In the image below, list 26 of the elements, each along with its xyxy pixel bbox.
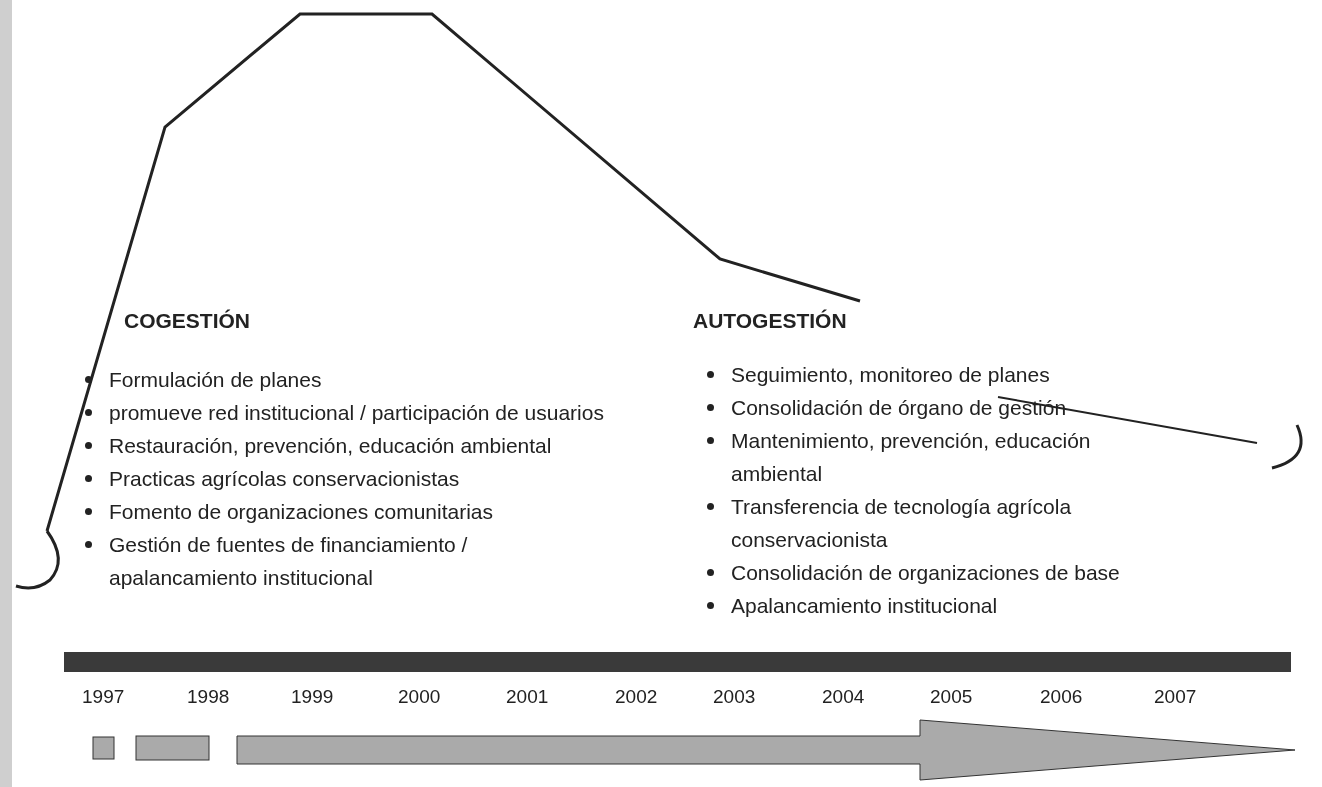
year-label: 1997 [82, 686, 125, 708]
bullet-item: Gestión de fuentes de financiamiento / apalancamiento institucional [109, 532, 469, 591]
bullet-item: Mantenimiento, prevención, educación ambiental [731, 428, 1092, 487]
year-label: 2007 [1154, 686, 1197, 708]
bullet-item: Consolidación de organizaciones de base [731, 560, 1121, 586]
bullet-item: Fomento de organizaciones comunitarias [109, 499, 495, 525]
year-label: 2004 [822, 686, 865, 708]
bullet-item: Consolidación de órgano de gestión [731, 395, 1068, 421]
bullet-item: Practicas agrícolas conservacionistas [109, 466, 461, 492]
section-heading: COGESTIÓN [124, 308, 251, 334]
bullet-item: Apalancamiento institucional [731, 593, 999, 619]
year-label: 1999 [291, 686, 334, 708]
year-label: 2002 [615, 686, 658, 708]
year-label: 2003 [713, 686, 756, 708]
year-label: 2006 [1040, 686, 1083, 708]
bullet-item: promueve red institucional / participación de usuarios [109, 400, 605, 426]
year-label: 2005 [930, 686, 973, 708]
bullet-item: Transferencia de tecnología agrícola conservacionista [731, 494, 1073, 553]
year-label: 2001 [506, 686, 549, 708]
section-heading: AUTOGESTIÓN [693, 308, 848, 334]
bullet-item: Seguimiento, monitoreo de planes [731, 362, 1051, 388]
bullet-item: Restauración, prevención, educación ambiental [109, 433, 553, 459]
timeline-bar [64, 652, 1291, 672]
bullet-item: Formulación de planes [109, 367, 323, 393]
year-label: 1998 [187, 686, 230, 708]
year-label: 2000 [398, 686, 441, 708]
